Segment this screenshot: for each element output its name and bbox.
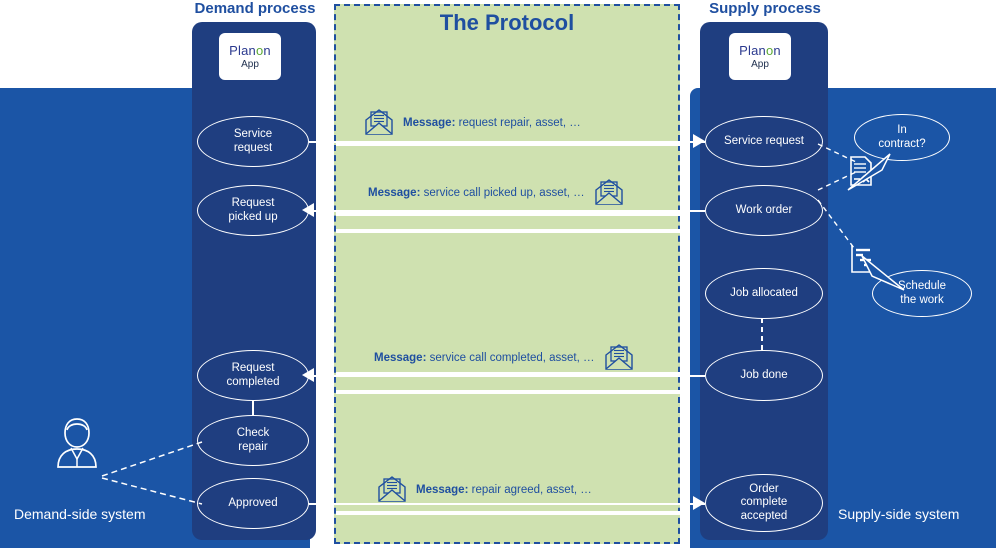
flow-line-1 xyxy=(309,141,705,143)
app-label: App xyxy=(241,58,259,70)
flow-line-3 xyxy=(314,375,705,377)
message-text: service call picked up, asset, … xyxy=(420,187,585,199)
protocol-band xyxy=(334,4,682,544)
connector-job-allocated-to-done xyxy=(761,318,763,352)
flow-line-2 xyxy=(314,210,705,212)
demand-process-header: Demand process xyxy=(194,0,316,17)
band-separator xyxy=(336,390,682,394)
app-label: App xyxy=(751,58,769,70)
message-row-1: Message: request repair, asset, … xyxy=(364,109,581,136)
message-prefix: Message: xyxy=(374,352,427,364)
flow-arrow-4-right xyxy=(693,496,705,510)
protocol-title: The Protocol xyxy=(439,10,575,35)
message-text: repair agreed, asset, … xyxy=(468,484,592,496)
demand-side-system-label: Demand-side system xyxy=(14,506,146,522)
band-separator xyxy=(336,511,682,515)
planon-wordmark: Planon xyxy=(229,42,271,58)
person-icon xyxy=(54,415,100,471)
callout-leader-1 xyxy=(817,143,857,191)
callout-leader-2 xyxy=(817,199,855,249)
band-separator xyxy=(336,372,682,376)
connector-completed-to-check xyxy=(252,400,254,416)
band-separator xyxy=(336,212,682,216)
node-supply-work-order[interactable]: Work order xyxy=(705,185,823,236)
node-supply-job-done[interactable]: Job done xyxy=(705,350,823,401)
message-row-4: Message: repair agreed, asset, … xyxy=(377,476,592,503)
node-supply-job-allocated[interactable]: Job allocated xyxy=(705,268,823,319)
supply-planon-app-card: Planon App xyxy=(729,33,791,80)
flow-line-4 xyxy=(309,503,705,505)
message-prefix: Message: xyxy=(416,484,469,496)
callout-tail-1 xyxy=(847,153,891,191)
node-demand-approved[interactable]: Approved xyxy=(197,478,309,529)
planon-wordmark: Planon xyxy=(739,42,781,58)
node-supply-service-request[interactable]: Service request xyxy=(705,116,823,167)
band-separator xyxy=(336,229,682,233)
message-prefix: Message: xyxy=(403,117,456,129)
flow-arrow-3-left xyxy=(302,368,314,382)
message-row-3: Message: service call completed, asset, … xyxy=(374,344,634,371)
message-prefix: Message: xyxy=(368,187,421,199)
demand-planon-app-card: Planon App xyxy=(219,33,281,80)
supply-side-system-label: Supply-side system xyxy=(838,506,960,522)
envelope-icon xyxy=(377,476,407,503)
actor-links xyxy=(101,441,203,505)
flow-arrow-1-right xyxy=(693,134,705,148)
envelope-icon xyxy=(604,344,634,371)
flow-arrow-2-left xyxy=(302,203,314,217)
band-separator xyxy=(336,142,682,146)
envelope-icon xyxy=(364,109,394,136)
message-row-2: Message: service call picked up, asset, … xyxy=(368,179,624,206)
message-text: request repair, asset, … xyxy=(455,117,581,129)
callout-tail-2 xyxy=(861,255,905,291)
envelope-icon xyxy=(594,179,624,206)
supply-process-header: Supply process xyxy=(709,0,821,17)
message-text: service call completed, asset, … xyxy=(426,352,595,364)
